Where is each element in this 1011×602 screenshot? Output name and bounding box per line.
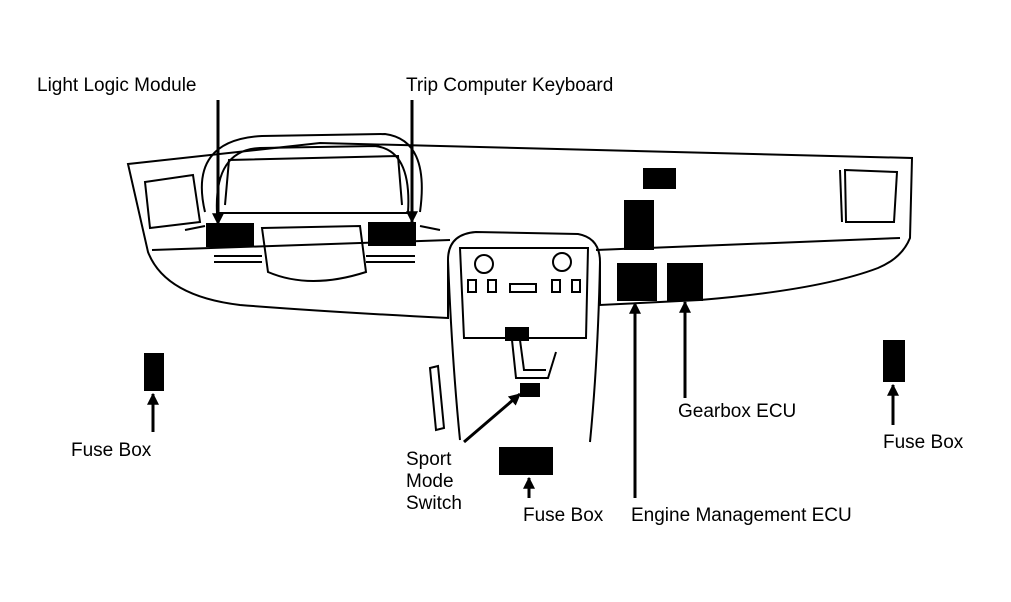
gearbox-ecu-label: Gearbox ECU — [678, 401, 797, 422]
arrow-sport-mode-switch — [463, 392, 521, 444]
sport-mode-switch-line-3: Switch — [406, 493, 462, 514]
components — [144, 168, 905, 475]
fuse-box-left-unit — [144, 353, 164, 391]
fuse-box-center-label: Fuse Box — [523, 505, 604, 526]
engine-management-ecu-unit — [617, 263, 657, 301]
sport-mode-switch-line-1: Sport — [406, 449, 452, 470]
fuse-box-left-label: Fuse Box — [71, 440, 152, 461]
sport-mode-switch-unit — [520, 383, 540, 397]
center-console — [428, 247, 601, 443]
shifter-knob — [505, 327, 529, 341]
leader-arrows — [147, 100, 899, 498]
light-logic-module-label: Light Logic Module — [37, 75, 197, 96]
trip-computer-keyboard-label: Trip Computer Keyboard — [406, 75, 614, 96]
sport-mode-switch-line-2: Mode — [406, 471, 454, 492]
gearbox-ecu-unit — [667, 263, 703, 301]
engine-management-ecu-label: Engine Management ECU — [631, 505, 852, 526]
top-module — [643, 168, 676, 189]
sport-mode-switch-label: Sport Mode Switch — [406, 449, 462, 515]
trip-computer-keyboard-unit — [368, 222, 416, 246]
fuse-box-right-label: Fuse Box — [883, 432, 964, 453]
light-logic-module-unit — [206, 223, 254, 247]
fuse-box-right-unit — [883, 340, 905, 382]
relay-stack — [624, 200, 654, 250]
fuse-box-center-unit — [499, 447, 553, 475]
